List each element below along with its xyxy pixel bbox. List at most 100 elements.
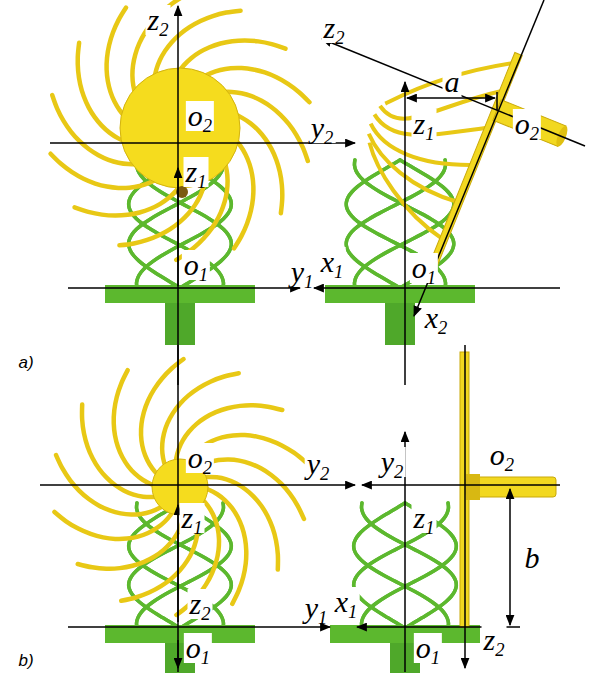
axis-label: z1: [412, 503, 437, 533]
axis-line: [464, 345, 466, 668]
axis-subscript: 2: [203, 115, 212, 136]
axis-letter: y: [307, 447, 320, 480]
axis-subscript: 1: [193, 517, 202, 538]
stent-strut: [362, 503, 457, 628]
axis-line: [40, 484, 355, 486]
axis-label: o2: [186, 101, 214, 131]
axis-label: z2: [188, 589, 213, 619]
axis-letter: z: [186, 155, 198, 188]
shaft-stub: [493, 100, 566, 147]
axis-letter: o: [184, 248, 199, 281]
axis-label: x1: [319, 247, 346, 277]
extension-line: [496, 92, 498, 110]
axis-subscript: 1: [318, 607, 327, 628]
stent-strut: [362, 503, 457, 628]
axis-letter: z: [182, 501, 194, 534]
dimension-line: [509, 489, 511, 625]
axis-subscript: 2: [159, 19, 168, 40]
stent-strut: [354, 160, 453, 288]
axis-subscript: 2: [495, 639, 504, 660]
axis-letter: y: [381, 445, 394, 478]
disc: [120, 68, 240, 188]
axis-subscript: 2: [335, 27, 344, 48]
axis-label: z2: [146, 5, 171, 35]
axis-label: y1: [289, 257, 316, 287]
axis-letter: z: [324, 11, 336, 44]
axis-subscript: 1: [425, 123, 434, 144]
axis-label: a: [443, 67, 462, 97]
axis-letter: y: [305, 591, 318, 624]
axis-letter: o: [515, 107, 530, 140]
axis-label: z1: [184, 157, 209, 187]
axis-letter: o: [188, 99, 203, 132]
axis-line: [314, 287, 560, 289]
instrument-group: [326, 12, 588, 627]
shaft-collar: [466, 474, 480, 500]
axis-letter: x: [335, 585, 348, 618]
panel-tag: b): [16, 652, 35, 669]
axis-label: z1: [412, 109, 437, 139]
axis-line: [414, 0, 544, 316]
axis-subscript: 1: [334, 261, 343, 282]
axis-label: x2: [423, 303, 450, 333]
axis-subscript: 2: [203, 457, 212, 478]
axis-subscript: 2: [394, 461, 403, 482]
axis-letter: o: [416, 631, 431, 664]
axis-subscript: 1: [431, 647, 440, 668]
axis-label: z1: [180, 503, 205, 533]
axis-label: x1: [333, 587, 360, 617]
axis-letter: o: [188, 441, 203, 474]
axis-letter: z: [148, 3, 160, 36]
stent-strut: [354, 160, 453, 288]
disc-group: [51, 0, 310, 615]
axis-line: [322, 39, 585, 146]
axis-subscript: 1: [348, 601, 357, 622]
axis-letter: z: [190, 587, 202, 620]
axis-label: y2: [309, 113, 336, 143]
axis-label: b: [523, 543, 542, 573]
axis-label: o2: [186, 443, 214, 473]
axis-line: [68, 626, 330, 628]
axis-label: o1: [184, 633, 212, 663]
axis-label: o2: [488, 440, 516, 470]
axis-subscript: 2: [530, 123, 539, 144]
axis-subscript: 1: [201, 647, 210, 668]
axis-letter: y: [311, 111, 324, 144]
axis-line: [68, 287, 300, 289]
axis-subscript: 1: [197, 171, 206, 192]
stent-group: [105, 160, 480, 673]
axis-letter: y: [291, 255, 304, 288]
dimension-line: [407, 97, 495, 99]
spiral-arm: [198, 477, 278, 570]
axis-subscript: 2: [324, 127, 333, 148]
axis-line: [177, 168, 179, 286]
axis-letter: x: [425, 301, 438, 334]
axis-subscript: 2: [320, 463, 329, 484]
axis-label: y2: [379, 447, 406, 477]
panel-tag: a): [16, 354, 35, 371]
axis-line: [177, 6, 179, 385]
axis-line: [357, 626, 470, 628]
axis-letter: o: [490, 438, 505, 471]
axis-subscript: 1: [304, 271, 313, 292]
axis-letter: o: [186, 631, 201, 664]
axis-subscript: 2: [438, 317, 447, 338]
axis-letter: z: [484, 623, 496, 656]
axis-label: o1: [414, 633, 442, 663]
axis-subscript: 1: [427, 267, 436, 288]
axis-line: [362, 484, 560, 486]
axis-letter: x: [321, 245, 334, 278]
axis-label: o1: [410, 253, 438, 283]
axis-subscript: 2: [505, 454, 514, 475]
axis-letter: z: [414, 107, 426, 140]
axis-subscript: 1: [199, 264, 208, 285]
axis-label: o2: [513, 109, 541, 139]
axes-group: [40, 0, 585, 672]
axis-line: [404, 82, 406, 385]
axis-line: [177, 640, 179, 668]
axis-label: y2: [305, 449, 332, 479]
axis-label: z2: [322, 13, 347, 43]
axis-label: z2: [482, 625, 507, 655]
